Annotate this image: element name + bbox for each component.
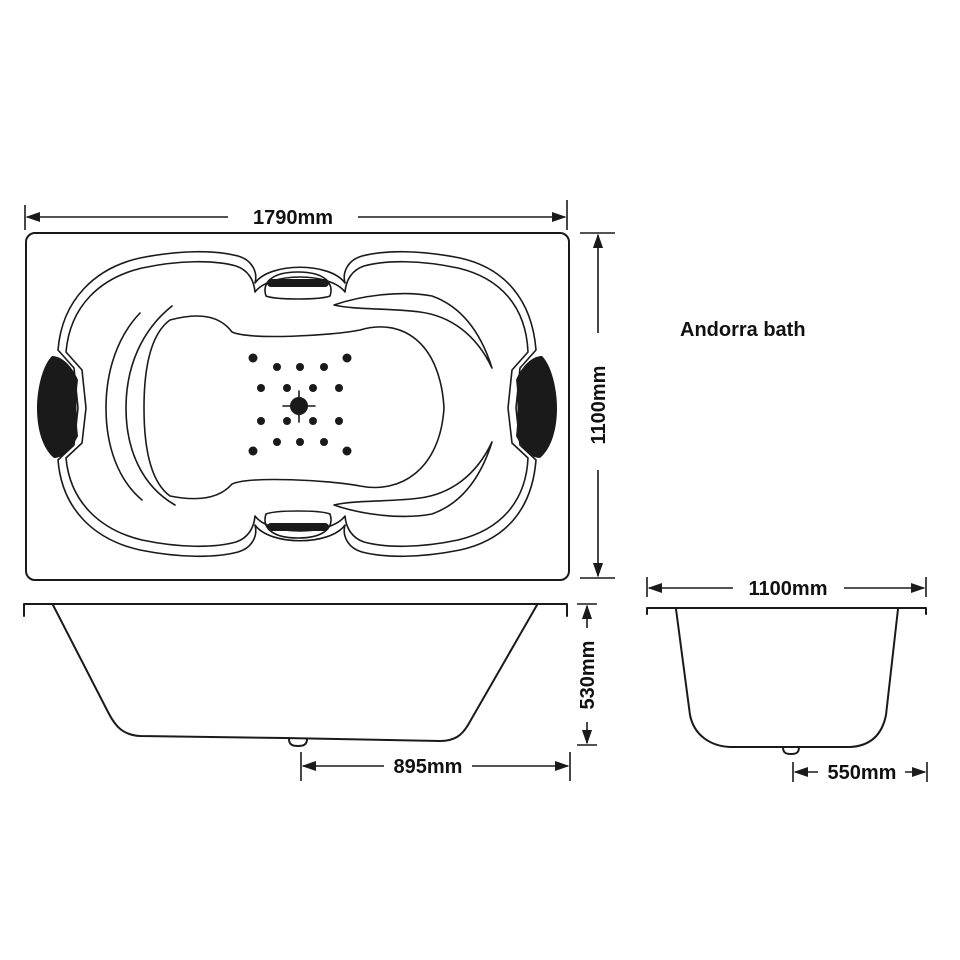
jet [273, 363, 281, 371]
jet [248, 353, 258, 363]
dimension-label: 895mm [394, 756, 463, 778]
top-view: 1790mm 1100mm [24, 200, 615, 581]
side-drain-plug [288, 738, 308, 747]
dimension-label: 530mm [577, 641, 599, 710]
end-view: 1100mm 550mm [646, 577, 928, 784]
right-contour-top [333, 292, 493, 369]
jet [296, 363, 304, 371]
grab-handle-bottom [264, 510, 332, 539]
dimension-label: 550mm [828, 762, 897, 784]
bath-outer-rim [25, 232, 570, 581]
jet [342, 446, 352, 456]
dimension-half-width-550: 550mm [792, 762, 928, 784]
jet [309, 384, 317, 392]
left-contour-2 [125, 305, 176, 506]
grab-handle-top [264, 271, 332, 300]
jet [335, 384, 343, 392]
jet [320, 438, 328, 446]
jet [257, 417, 265, 425]
dimension-half-length-895: 895mm [300, 752, 571, 781]
headrest-left [37, 356, 78, 458]
jet [342, 353, 352, 363]
dimension-label: 1100mm [588, 366, 610, 445]
jet [283, 384, 291, 392]
headrest-right [516, 356, 557, 458]
end-rim [646, 607, 927, 615]
diagram-title: Andorra bath [680, 319, 806, 341]
side-rim [23, 603, 568, 617]
side-view: 530mm 895mm [23, 603, 599, 781]
dimension-width-1790: 1790mm [24, 200, 568, 230]
dimension-height-530: 530mm [577, 603, 599, 746]
dimension-height-1100: 1100mm [580, 232, 615, 579]
basin-outline-outer [57, 250, 537, 558]
dimension-label: 1790mm [253, 207, 333, 229]
jet [248, 446, 258, 456]
jets-group [248, 353, 352, 456]
drain-crosshair-icon [282, 390, 316, 423]
central-seat-outline [143, 315, 445, 500]
jet [273, 438, 281, 446]
jet [257, 384, 265, 392]
side-tub-body [52, 604, 538, 742]
jet [283, 417, 291, 425]
basin-outline-inner [65, 260, 529, 548]
jet [296, 438, 304, 446]
end-drain-plug [782, 746, 800, 755]
end-tub-body [675, 608, 899, 748]
dimension-width-1100: 1100mm [646, 577, 927, 600]
right-contour-bottom [333, 441, 493, 518]
dimension-label: 1100mm [749, 578, 828, 600]
jet [320, 363, 328, 371]
jet [309, 417, 317, 425]
jet [335, 417, 343, 425]
left-contour-1 [105, 312, 143, 501]
